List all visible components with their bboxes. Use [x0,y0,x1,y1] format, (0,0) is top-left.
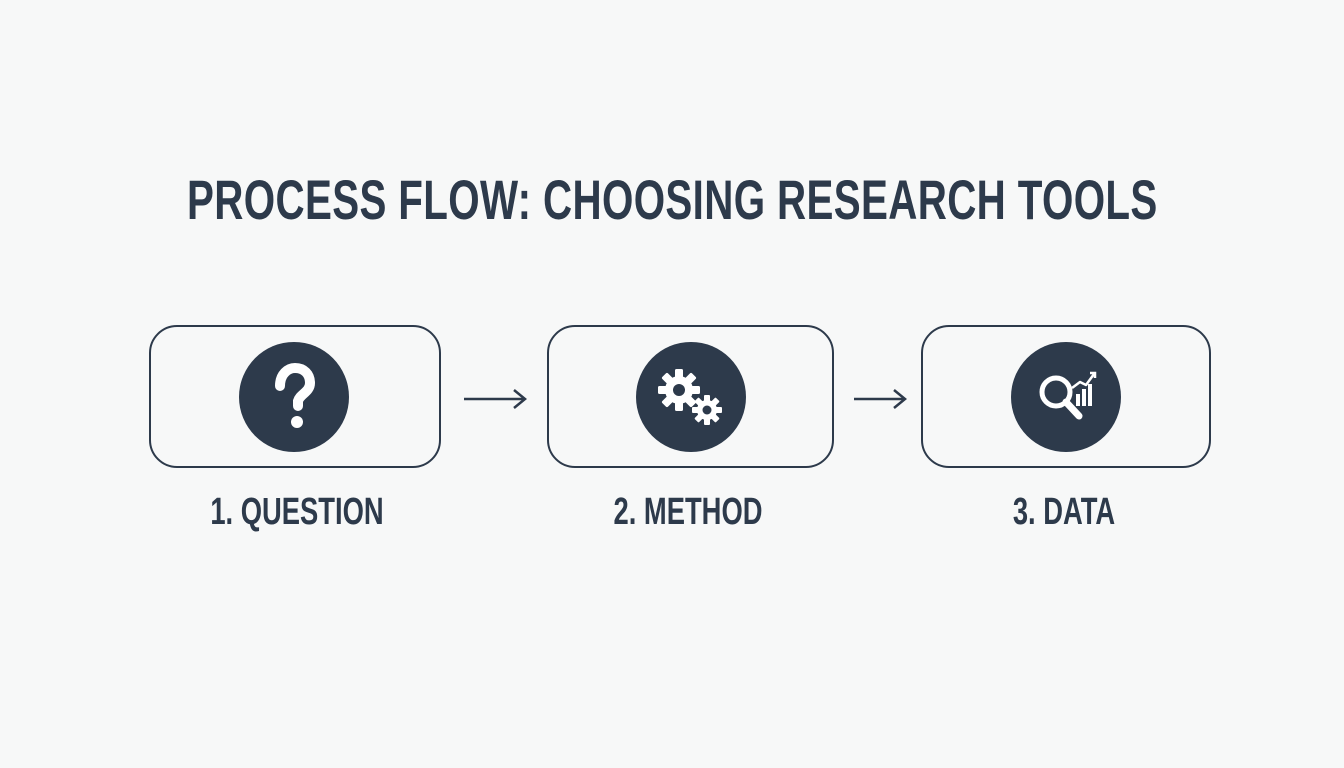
step-label-question: 1. QUESTION [210,491,384,533]
step-icon-circle-question [239,342,349,452]
step-icon-circle-data [1011,342,1121,452]
diagram-title: PROCESS FLOW: CHOOSING RESEARCH TOOLS [187,168,1158,231]
step-box-question [149,325,441,468]
step-icon-circle-method [636,342,746,452]
question-mark-icon [275,362,316,428]
arrow-right-icon [464,389,527,409]
step-label-data: 3. DATA [1012,491,1116,533]
gears-icon [658,369,722,425]
step-label-method: 2. METHOD [613,491,763,533]
arrow-right-icon [854,389,907,409]
step-box-data [921,325,1211,468]
magnifier-chart-icon [1039,371,1097,420]
step-box-method [547,325,834,468]
